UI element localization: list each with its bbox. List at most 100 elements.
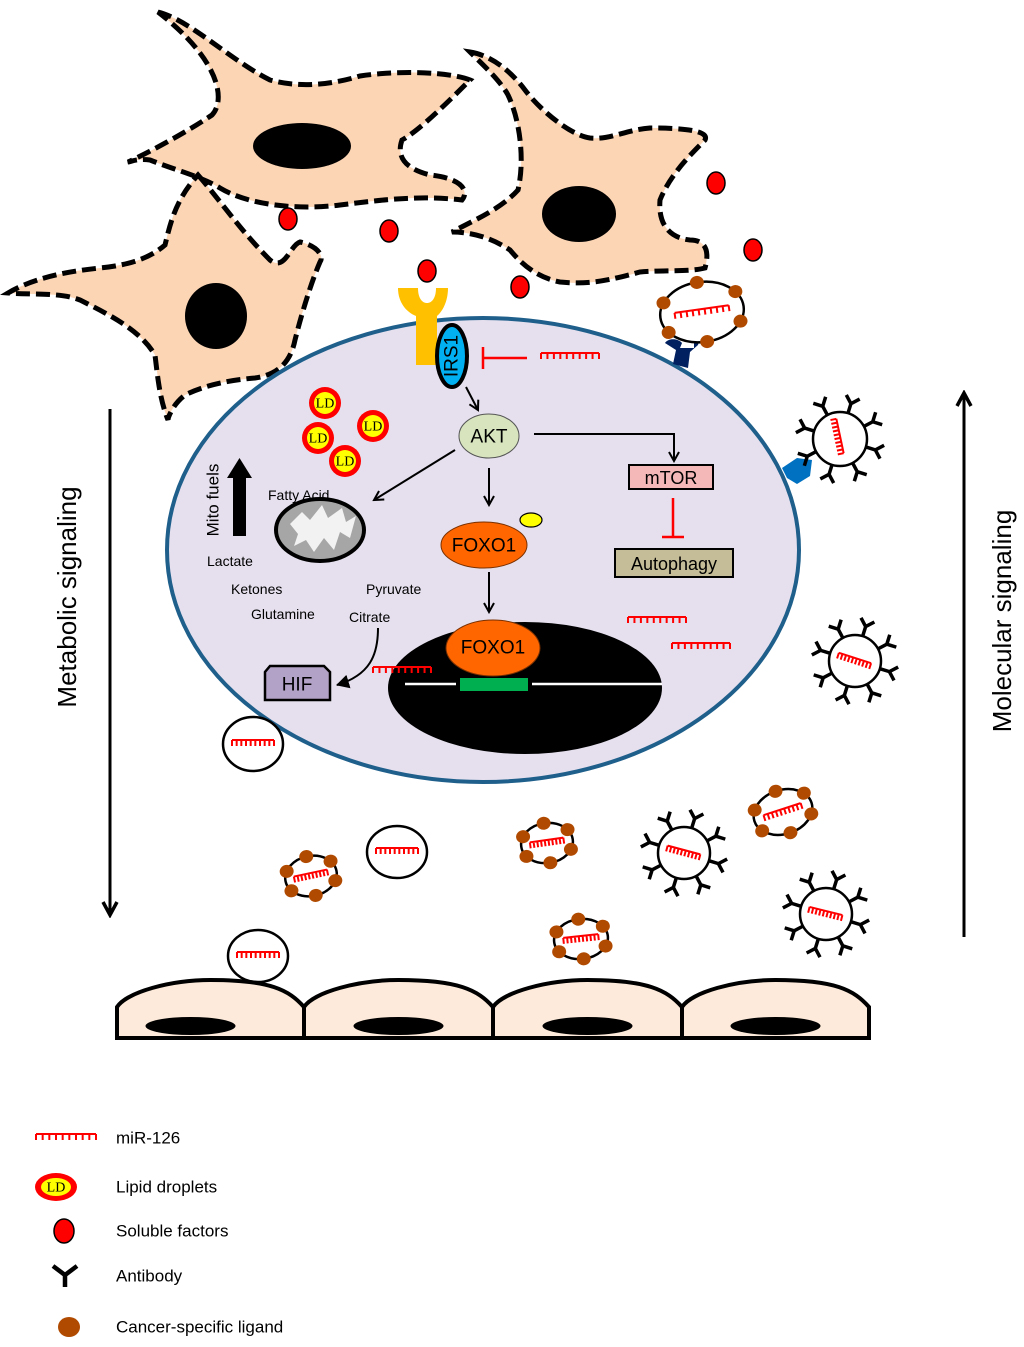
mtor-label: mTOR bbox=[645, 468, 698, 488]
antibody bbox=[694, 875, 711, 895]
legend-label: miR-126 bbox=[116, 1129, 180, 1148]
cancer-ligand bbox=[656, 296, 671, 310]
antibody bbox=[851, 462, 868, 482]
cancer-ligand bbox=[516, 830, 531, 844]
antibody bbox=[811, 640, 831, 657]
soluble-factor bbox=[278, 207, 298, 231]
antibody bbox=[877, 634, 897, 651]
ligand-coated-exosome bbox=[516, 816, 578, 870]
mirna-molecules bbox=[372, 352, 731, 673]
foxo1-nuc-label: FOXO1 bbox=[461, 638, 525, 659]
mirna-icon bbox=[762, 802, 804, 822]
cancer-ligand bbox=[576, 952, 591, 966]
lipid-droplet-label: LD bbox=[364, 420, 383, 435]
arrow-akt-to-mitochondria bbox=[374, 449, 456, 500]
vesicles bbox=[221, 275, 899, 984]
cancer-ligand bbox=[279, 864, 294, 878]
soluble-factor bbox=[743, 238, 763, 262]
fibroblast-2 bbox=[0, 171, 324, 421]
antibody bbox=[819, 464, 836, 484]
antibody bbox=[859, 617, 876, 637]
lipid-droplet: LD bbox=[357, 410, 389, 442]
mito-fuels-arrow-shaft bbox=[233, 476, 246, 536]
cancer-ligand bbox=[328, 874, 343, 888]
soluble-factor-icon bbox=[53, 1218, 75, 1244]
legend-label: Soluble factors bbox=[116, 1222, 228, 1241]
cancer-ligand bbox=[595, 919, 610, 933]
fibroblast-nucleus bbox=[185, 283, 247, 349]
cancer-ligand bbox=[323, 854, 338, 868]
endothelial-nucleus bbox=[542, 1017, 633, 1035]
legend-item-antibody: Antibody bbox=[51, 1264, 183, 1287]
antibody bbox=[784, 924, 804, 941]
antibody bbox=[799, 872, 816, 892]
lipid-droplet-label: LD bbox=[316, 397, 335, 412]
lipid-droplet: LD bbox=[302, 422, 334, 454]
autophagy-node: Autophagy bbox=[614, 548, 734, 578]
endothelial-cell bbox=[491, 977, 684, 1040]
antibody bbox=[795, 418, 815, 435]
fibroblast-nucleus bbox=[253, 123, 351, 169]
hif-node: HIF bbox=[263, 664, 332, 702]
endothelial-cell bbox=[115, 977, 306, 1040]
irs1-inhibition bbox=[481, 347, 527, 369]
exosome-docking-receptor bbox=[665, 339, 699, 368]
antibody bbox=[830, 870, 847, 890]
antibody bbox=[812, 396, 829, 416]
lipid-droplet-icon: LD bbox=[35, 1173, 77, 1201]
up-arrow-icon bbox=[227, 458, 252, 478]
metabolic-signaling-label: Metabolic signaling bbox=[52, 486, 82, 707]
pyruvate-label: Pyruvate bbox=[366, 581, 421, 597]
antibody bbox=[865, 683, 882, 703]
mirna-icon bbox=[528, 836, 566, 849]
legend-label: Cancer-specific ligand bbox=[116, 1318, 283, 1337]
cancer-ligand bbox=[661, 325, 676, 339]
cancer-ligand bbox=[563, 842, 578, 856]
antibody bbox=[879, 665, 899, 682]
antibody bbox=[805, 938, 822, 958]
cancer-ligand bbox=[552, 945, 567, 959]
legend-item-mirna: miR-126 bbox=[35, 1129, 180, 1148]
mirna-icon bbox=[836, 651, 873, 670]
antibody bbox=[640, 832, 660, 849]
glutamine-label: Glutamine bbox=[251, 606, 315, 622]
mirna-icon bbox=[562, 933, 600, 944]
soluble-factors bbox=[278, 171, 763, 299]
cancer-ligand bbox=[308, 888, 323, 902]
mirna-icon bbox=[665, 844, 702, 861]
mirna-icon bbox=[671, 642, 731, 649]
mirna-icon bbox=[292, 868, 330, 883]
endothelial-nucleus bbox=[145, 1017, 236, 1035]
antibody bbox=[850, 918, 870, 935]
antibody bbox=[663, 877, 680, 897]
legend-item-soluble-factors: Soluble factors bbox=[53, 1218, 228, 1244]
antibody-coated-exosome bbox=[640, 809, 728, 897]
mirna-icon bbox=[35, 1133, 97, 1140]
antibody bbox=[708, 857, 728, 874]
arrow-citrate-to-hif bbox=[336, 627, 379, 689]
antibody bbox=[863, 411, 883, 428]
soluble-factor bbox=[706, 171, 726, 195]
hif-label: HIF bbox=[282, 675, 313, 696]
cancer-ligand bbox=[519, 849, 534, 863]
cancer-ligand bbox=[689, 275, 704, 289]
arrow-akt-to-mtor bbox=[534, 433, 674, 461]
mirna-icon bbox=[807, 905, 844, 922]
ligand-coated-exosome bbox=[656, 275, 748, 349]
antibody bbox=[844, 394, 861, 414]
autophagy-inhibition bbox=[662, 498, 684, 539]
antibody bbox=[782, 893, 802, 910]
autophagy-label: Autophagy bbox=[631, 554, 717, 574]
lipid-droplet-label: LD bbox=[309, 432, 328, 447]
legend-label: Lipid droplets bbox=[116, 1178, 217, 1197]
cancer-ligand bbox=[796, 786, 811, 800]
ligand-coated-exosome bbox=[549, 912, 613, 966]
citrate-label: Citrate bbox=[349, 609, 390, 625]
antibody bbox=[828, 619, 845, 639]
ligand-coated-exosome bbox=[279, 850, 343, 902]
target-gene bbox=[460, 678, 528, 691]
cancer-ligand bbox=[755, 824, 770, 838]
irs1-label: IRS1 bbox=[442, 335, 463, 377]
lipid-droplet: LD bbox=[329, 445, 361, 477]
